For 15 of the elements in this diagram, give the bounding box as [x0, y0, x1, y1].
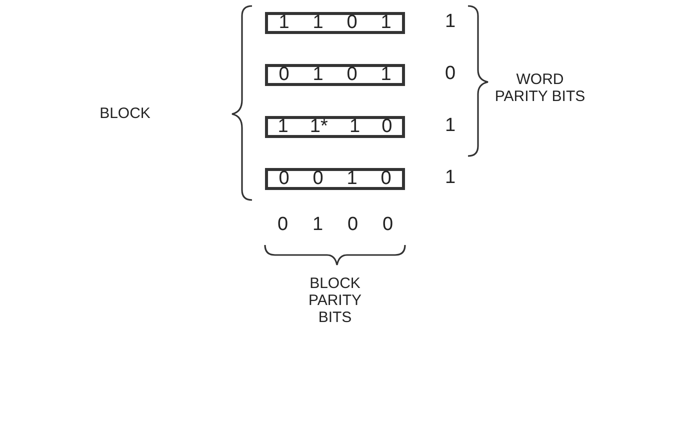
parity-bit: 1 [445, 11, 456, 33]
parity-bit: 1 [445, 115, 456, 137]
word-box: 1 1 0 1 [265, 12, 405, 34]
brace-label: WORD PARITY BITS [494, 71, 586, 105]
brace-label: BLOCK [98, 105, 152, 122]
parity-bit: 0 [278, 214, 288, 236]
parity-bit: 0 [348, 214, 358, 236]
parity-bit: 1 [445, 167, 456, 189]
parity-bit: 0 [445, 63, 456, 85]
brace-label: BLOCK PARITY BITS [307, 275, 363, 326]
word-box: 0 1 0 1 [265, 64, 405, 86]
word-box: 1 1* 1 0 [265, 116, 405, 138]
parity-bit: 1 [312, 214, 324, 236]
word-box: 0 0 1 0 [265, 168, 405, 190]
parity-bit: 0 [382, 214, 394, 236]
